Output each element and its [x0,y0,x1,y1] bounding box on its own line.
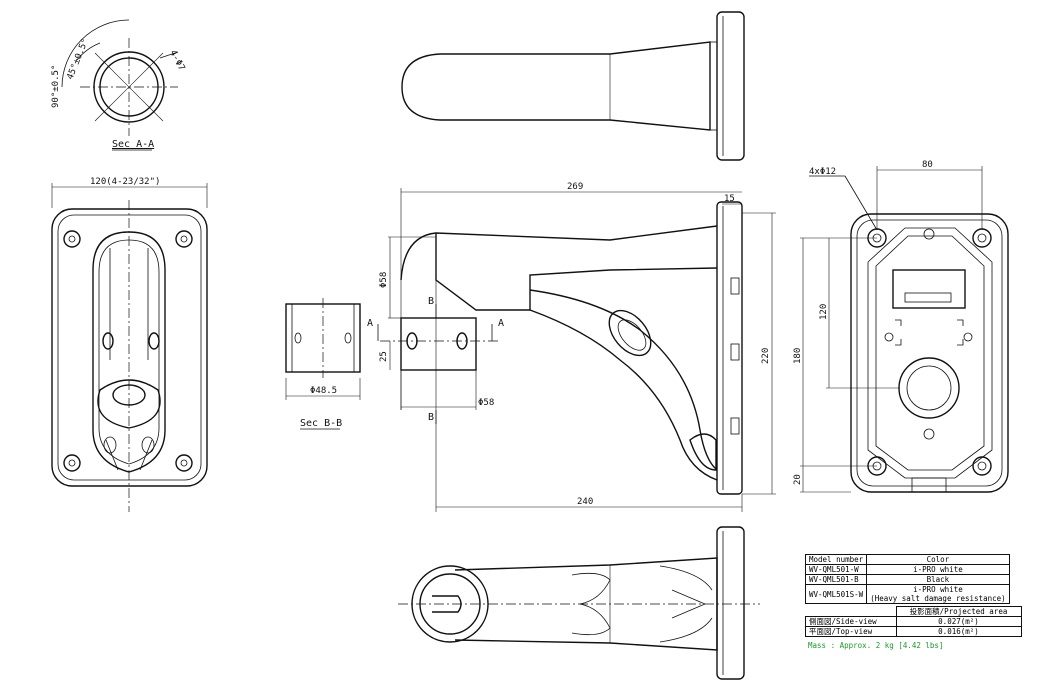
back-width-dim: 80 [922,160,933,170]
back-height-outer-dim: 180 [793,348,803,364]
area-row2-value: 0.016(m²) [895,626,1022,637]
side-marker-a-right: A [498,318,504,329]
area-header-spacer [806,607,897,617]
sec-aa-title: Sec A-A [112,139,154,150]
spec-row2-color: Black [866,574,1010,585]
spec-row3-color-line2: (Heavy salt damage resistance) [870,594,1006,603]
front-width-dim: 120(4-23/32") [90,177,160,187]
side-gap-dim: 25 [379,351,389,362]
spec-row3-model: WV-QML501S-W [804,584,868,604]
side-marker-b-bottom: B [428,412,434,423]
sec-aa-view: 90°±0.5° 45°±0.5° 4-Φ7 Sec A-A [51,19,186,151]
side-pipe-dia-vertical: Φ58 [379,272,389,288]
back-height-inner-dim: 120 [819,304,829,320]
back-holes-label: 4xΦ12 [809,167,836,177]
projected-area-table: 投影面積/Projected area 側面図/Side-view 0.027(… [805,606,1022,637]
spec-row3-color: i-PRO white (Heavy salt damage resistanc… [866,584,1010,604]
side-marker-b-top: B [428,296,434,307]
area-row1-value: 0.027(m²) [895,616,1022,627]
spec-row2-model: WV-QML501-B [804,574,868,585]
sec-aa-angle90: 90°±0.5° [51,65,61,108]
top-view [401,11,745,161]
sec-aa-holes: 4-Φ7 [167,49,186,73]
mass-note: Mass : Approx. 2 kg [4.42 lbs] [808,641,944,650]
front-view: 120(4-23/32") [51,177,208,512]
side-height-dim: 220 [761,348,771,364]
sec-bb-title: Sec B-B [300,418,342,429]
area-row1-label: 側面図/Side-view [805,616,897,627]
model-spec-table: Model number Color WV-QML501-W i-PRO whi… [804,554,1010,604]
side-length-dim: 269 [567,182,583,192]
spec-row1-color: i-PRO white [866,564,1010,575]
sec-bb-view: Φ48.5 Sec B-B [285,298,361,430]
spec-row1-model: WV-QML501-W [804,564,868,575]
bottom-view [398,526,760,680]
side-plate-dim: 15 [724,194,735,204]
sec-aa-angle45: 45°±0.5° [66,37,92,81]
side-pipe-dia-horizontal: Φ58 [478,398,494,408]
spec-header-color: Color [866,554,1010,565]
spec-row3-color-line1: i-PRO white [913,585,963,594]
side-bottom-dim: 240 [577,497,593,507]
side-view: 269 15 A A B B Φ [367,182,776,512]
side-marker-a-left: A [367,318,373,329]
area-row2-label: 平面図/Top-view [805,626,897,637]
spec-header-model: Model number [804,554,868,565]
area-header: 投影面積/Projected area [895,606,1022,617]
back-bottom-gap-dim: 20 [793,474,803,485]
sec-bb-diameter: Φ48.5 [310,386,337,396]
back-view: 4xΦ12 80 120 180 20 [793,160,1009,493]
